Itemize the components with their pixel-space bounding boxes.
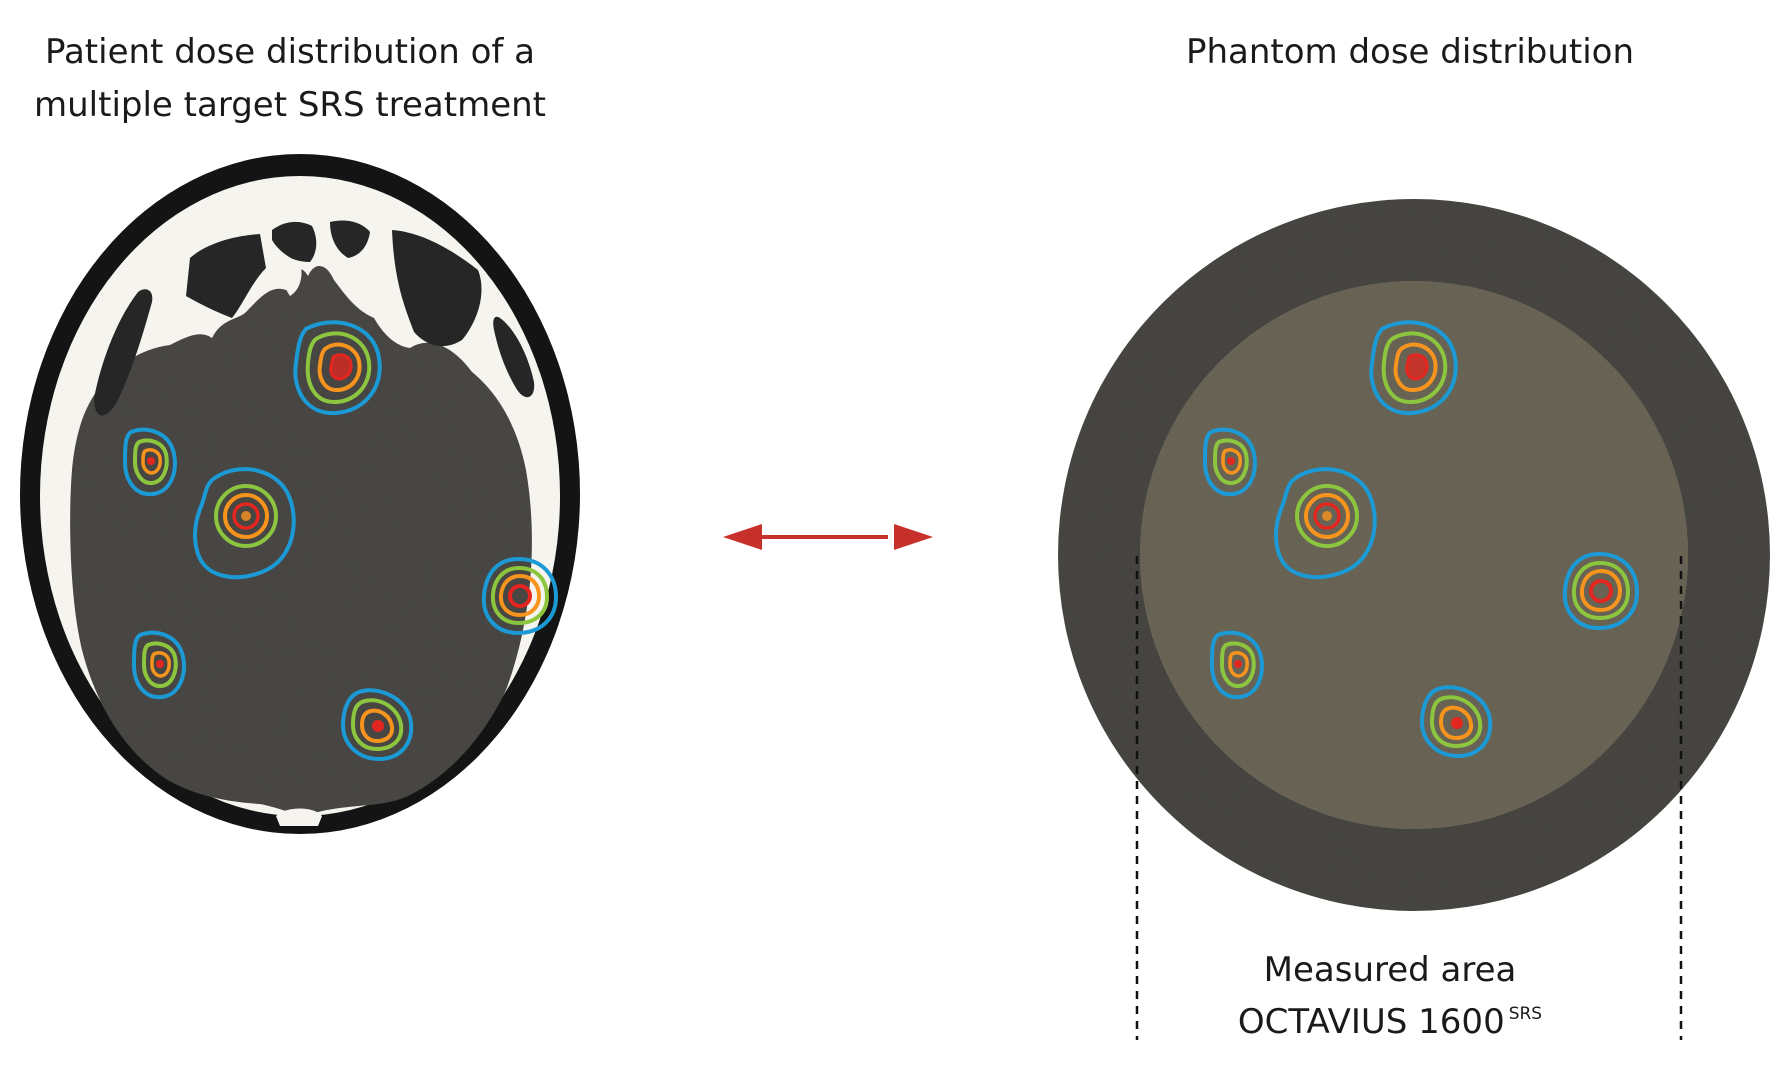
device-name: OCTAVIUS 1600 xyxy=(1237,1002,1505,1042)
patient-dose-title-line-1: Patient dose distribution of a xyxy=(45,32,535,72)
frontal-sinus-right xyxy=(392,230,482,347)
phantom xyxy=(1058,199,1770,1040)
arrowhead-right xyxy=(894,524,933,550)
frontal-sinus-mid-left xyxy=(272,221,317,262)
orbit-left xyxy=(94,289,153,416)
phantom-measured-region xyxy=(1140,281,1688,829)
arrowhead-left xyxy=(723,524,762,550)
orbit-right xyxy=(493,316,535,398)
patient-ct-slice xyxy=(20,154,580,834)
frontal-sinus-mid-right xyxy=(330,220,370,258)
sinus-septum xyxy=(262,236,302,296)
device-superscript: SRS xyxy=(1508,1004,1543,1024)
phantom-dose-title: Phantom dose distribution xyxy=(1185,32,1635,72)
measured-area-label: Measured area xyxy=(1263,950,1517,990)
frontal-sinus-left xyxy=(186,234,266,318)
patient-dose-title-line-2: multiple target SRS treatment xyxy=(34,85,546,125)
brain-tissue xyxy=(70,265,532,814)
patient-dose-title: Patient dose distribution of a multiple … xyxy=(0,26,580,132)
correspondence-arrow xyxy=(723,524,933,550)
occipital-notch xyxy=(276,808,322,826)
